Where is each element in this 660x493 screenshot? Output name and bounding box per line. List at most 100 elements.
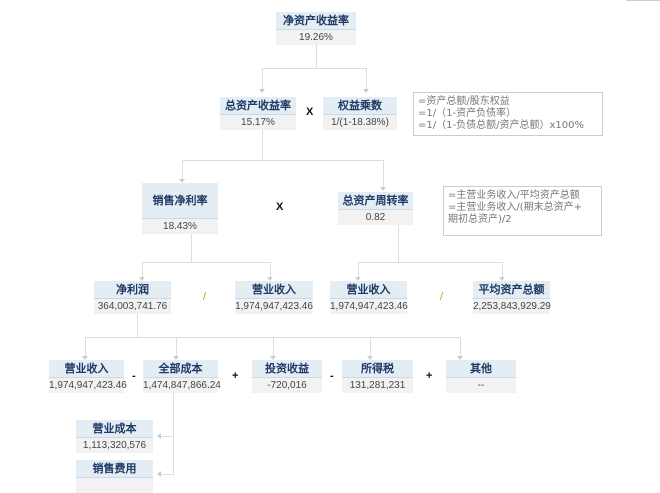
- node-label: 营业收入: [235, 281, 313, 299]
- note-line: 期初总资产)/2: [448, 214, 512, 225]
- node-value: 2,253,843,929.29: [473, 299, 551, 314]
- node-label: 投资收益: [252, 360, 322, 378]
- node-label: 净利润: [94, 281, 171, 299]
- divide-operator: /: [440, 291, 444, 303]
- arrow-icon: [179, 179, 185, 183]
- node-value: 19.26%: [276, 30, 356, 45]
- arrow-icon: [267, 277, 273, 281]
- connector-line: [85, 337, 86, 357]
- node-label: 营业成本: [76, 420, 153, 438]
- node-value: 18.43%: [142, 219, 218, 234]
- node-label: 所得税: [342, 360, 413, 378]
- connector-line: [262, 68, 263, 90]
- node-label: 其他: [446, 360, 516, 378]
- connector-line: [176, 337, 177, 357]
- node-label: 总资产收益率: [220, 97, 296, 115]
- arrow-icon: [259, 89, 265, 93]
- arrow-icon: [457, 356, 463, 360]
- selling-expense-node: 销售费用: [76, 460, 153, 493]
- arrow-icon: [499, 277, 505, 281]
- node-value: 1,474,847,866.24: [143, 378, 221, 393]
- corner-divider: [626, 0, 660, 1]
- plus-operator: +: [426, 370, 433, 382]
- connector-line: [358, 262, 503, 263]
- note-line: =资产总额/股东权益: [418, 96, 510, 107]
- node-label: 全部成本: [143, 360, 218, 378]
- node-value: 1,974,947,423.46: [49, 378, 127, 393]
- connector-line: [137, 314, 138, 337]
- plus-operator: +: [232, 370, 239, 382]
- divide-operator: /: [203, 291, 207, 303]
- connector-line: [316, 45, 317, 68]
- arrow-icon: [139, 277, 145, 281]
- node-value: -720,016: [252, 378, 322, 393]
- connector-line: [182, 160, 384, 161]
- node-value: 15.17%: [220, 115, 296, 130]
- connector-line: [460, 337, 461, 357]
- connector-line: [383, 160, 384, 188]
- arrow-icon: [367, 356, 373, 360]
- note-line: =1/（1-负债总额/资产总额）x100%: [418, 120, 584, 131]
- node-value: --: [446, 378, 516, 393]
- connector-line: [273, 337, 274, 357]
- connector-line: [262, 68, 367, 69]
- arrow-icon: [173, 356, 179, 360]
- asset-turnover-note: =主营业务收入/平均资产总额 =主营业务收入/(期末总资产+ 期初总资产)/2: [443, 186, 602, 236]
- node-label: 营业收入: [330, 281, 407, 299]
- connector-line: [191, 233, 192, 262]
- note-line: =主营业务收入/平均资产总额: [448, 190, 580, 201]
- arrow-icon: [157, 433, 161, 439]
- minus-operator: -: [132, 370, 136, 382]
- arrow-icon: [380, 187, 386, 191]
- node-value: 1,974,947,423.46: [235, 299, 313, 314]
- connector-line: [262, 130, 263, 160]
- connector-line: [502, 262, 503, 278]
- equity-multiplier-note: =资产总额/股东权益 =1/（1-资产负债率） =1/（1-负债总额/资产总额）…: [413, 92, 603, 136]
- minus-operator: -: [330, 370, 334, 382]
- investment-income-node: 投资收益-720,016: [252, 360, 322, 393]
- connector-line: [160, 474, 173, 475]
- connector-line: [142, 262, 143, 278]
- other-node: 其他--: [446, 360, 516, 393]
- note-line: =主营业务收入/(期末总资产+: [448, 202, 583, 213]
- connector-line: [142, 262, 271, 263]
- times-operator: X: [276, 201, 284, 213]
- node-label: 净资产收益率: [276, 12, 356, 30]
- arrow-icon: [355, 277, 361, 281]
- node-label: 总资产周转率: [338, 192, 413, 210]
- connector-line: [398, 225, 399, 262]
- node-value: 1/(1-18.38%): [323, 115, 397, 130]
- connector-line: [366, 68, 367, 90]
- node-label: 销售净利率: [142, 183, 218, 219]
- connector-line: [358, 262, 359, 278]
- node-value: 1,974,947,423.46: [330, 299, 408, 314]
- connector-line: [182, 160, 183, 180]
- times-operator: X: [306, 106, 314, 118]
- arrow-icon: [157, 471, 161, 477]
- node-label: 销售费用: [76, 460, 153, 478]
- node-label: 平均资产总额: [473, 281, 550, 299]
- node-label: 营业收入: [49, 360, 124, 378]
- connector-line: [370, 337, 371, 357]
- note-line: =1/（1-资产负债率）: [418, 108, 517, 119]
- node-value: 364,003,741.76: [94, 299, 171, 314]
- node-label: 权益乘数: [323, 97, 397, 115]
- node-value: [76, 478, 153, 493]
- arrow-icon: [270, 356, 276, 360]
- node-value: 1,113,320,576: [76, 438, 153, 453]
- node-value: 0.82: [338, 210, 413, 225]
- node-value: 131,281,231: [342, 378, 413, 393]
- arrow-icon: [82, 356, 88, 360]
